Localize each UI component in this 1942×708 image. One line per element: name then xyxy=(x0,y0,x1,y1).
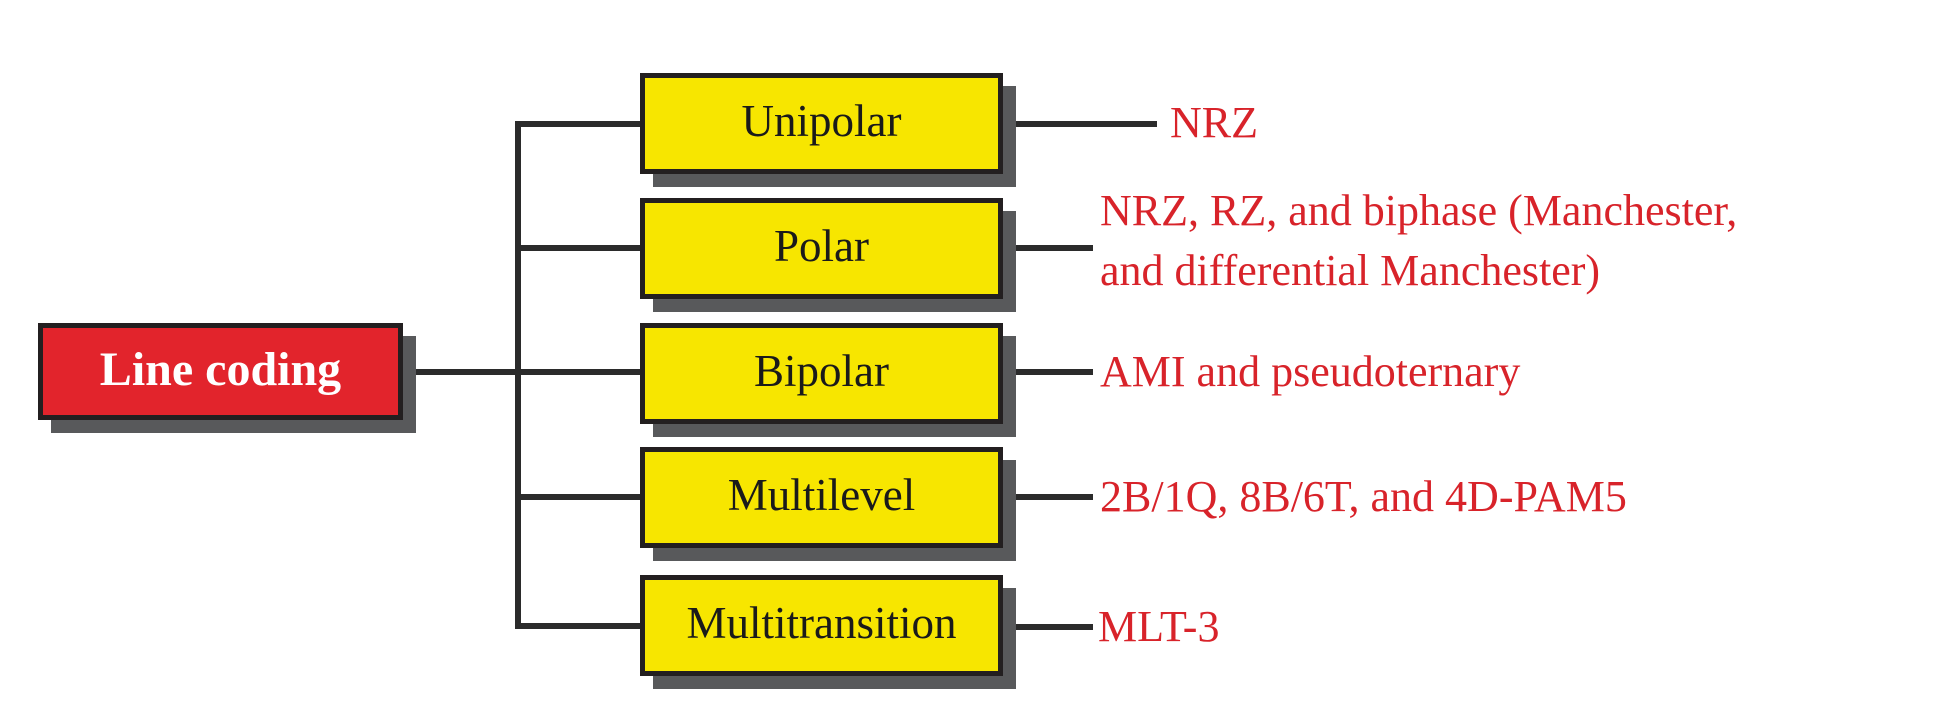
schemes-label-unipolar: NRZ xyxy=(1170,97,1258,147)
stub-line-multitransition xyxy=(1016,624,1093,630)
stub-line-unipolar xyxy=(1016,121,1157,127)
schemes-label-multilevel: 2B/1Q, 8B/6T, and 4D-PAM5 xyxy=(1100,471,1627,521)
branch-line-unipolar xyxy=(518,121,643,127)
category-node-bipolar: Bipolar xyxy=(640,323,1003,424)
category-node-label: Multilevel xyxy=(727,470,916,520)
schemes-label-polar: NRZ, RZ, and biphase (Manchester, and di… xyxy=(1100,186,1738,295)
category-node-polar: Polar xyxy=(640,198,1003,299)
category-node-label: Polar xyxy=(774,221,869,271)
stub-line-multilevel xyxy=(1016,494,1093,500)
category-node-multitransition: Multitransition xyxy=(640,575,1003,676)
stub-line-polar xyxy=(1016,245,1093,251)
stub-line-bipolar xyxy=(1016,369,1093,375)
schemes-label-bipolar: AMI and pseudoternary xyxy=(1100,346,1521,396)
branch-line-polar xyxy=(518,245,643,251)
branch-line-multilevel xyxy=(518,494,643,500)
branch-line-multitransition xyxy=(518,623,643,629)
category-node-label: Bipolar xyxy=(754,346,889,396)
connector-root-to-trunk xyxy=(400,369,643,375)
tree-trunk-line xyxy=(515,121,521,629)
root-node-label: Line coding xyxy=(99,342,342,396)
root-node-line-coding: Line coding xyxy=(38,323,403,420)
category-node-unipolar: Unipolar xyxy=(640,73,1003,174)
category-node-multilevel: Multilevel xyxy=(640,447,1003,548)
category-node-label: Multitransition xyxy=(686,598,957,648)
category-node-label: Unipolar xyxy=(741,96,902,146)
schemes-label-multitransition: MLT-3 xyxy=(1098,601,1220,651)
